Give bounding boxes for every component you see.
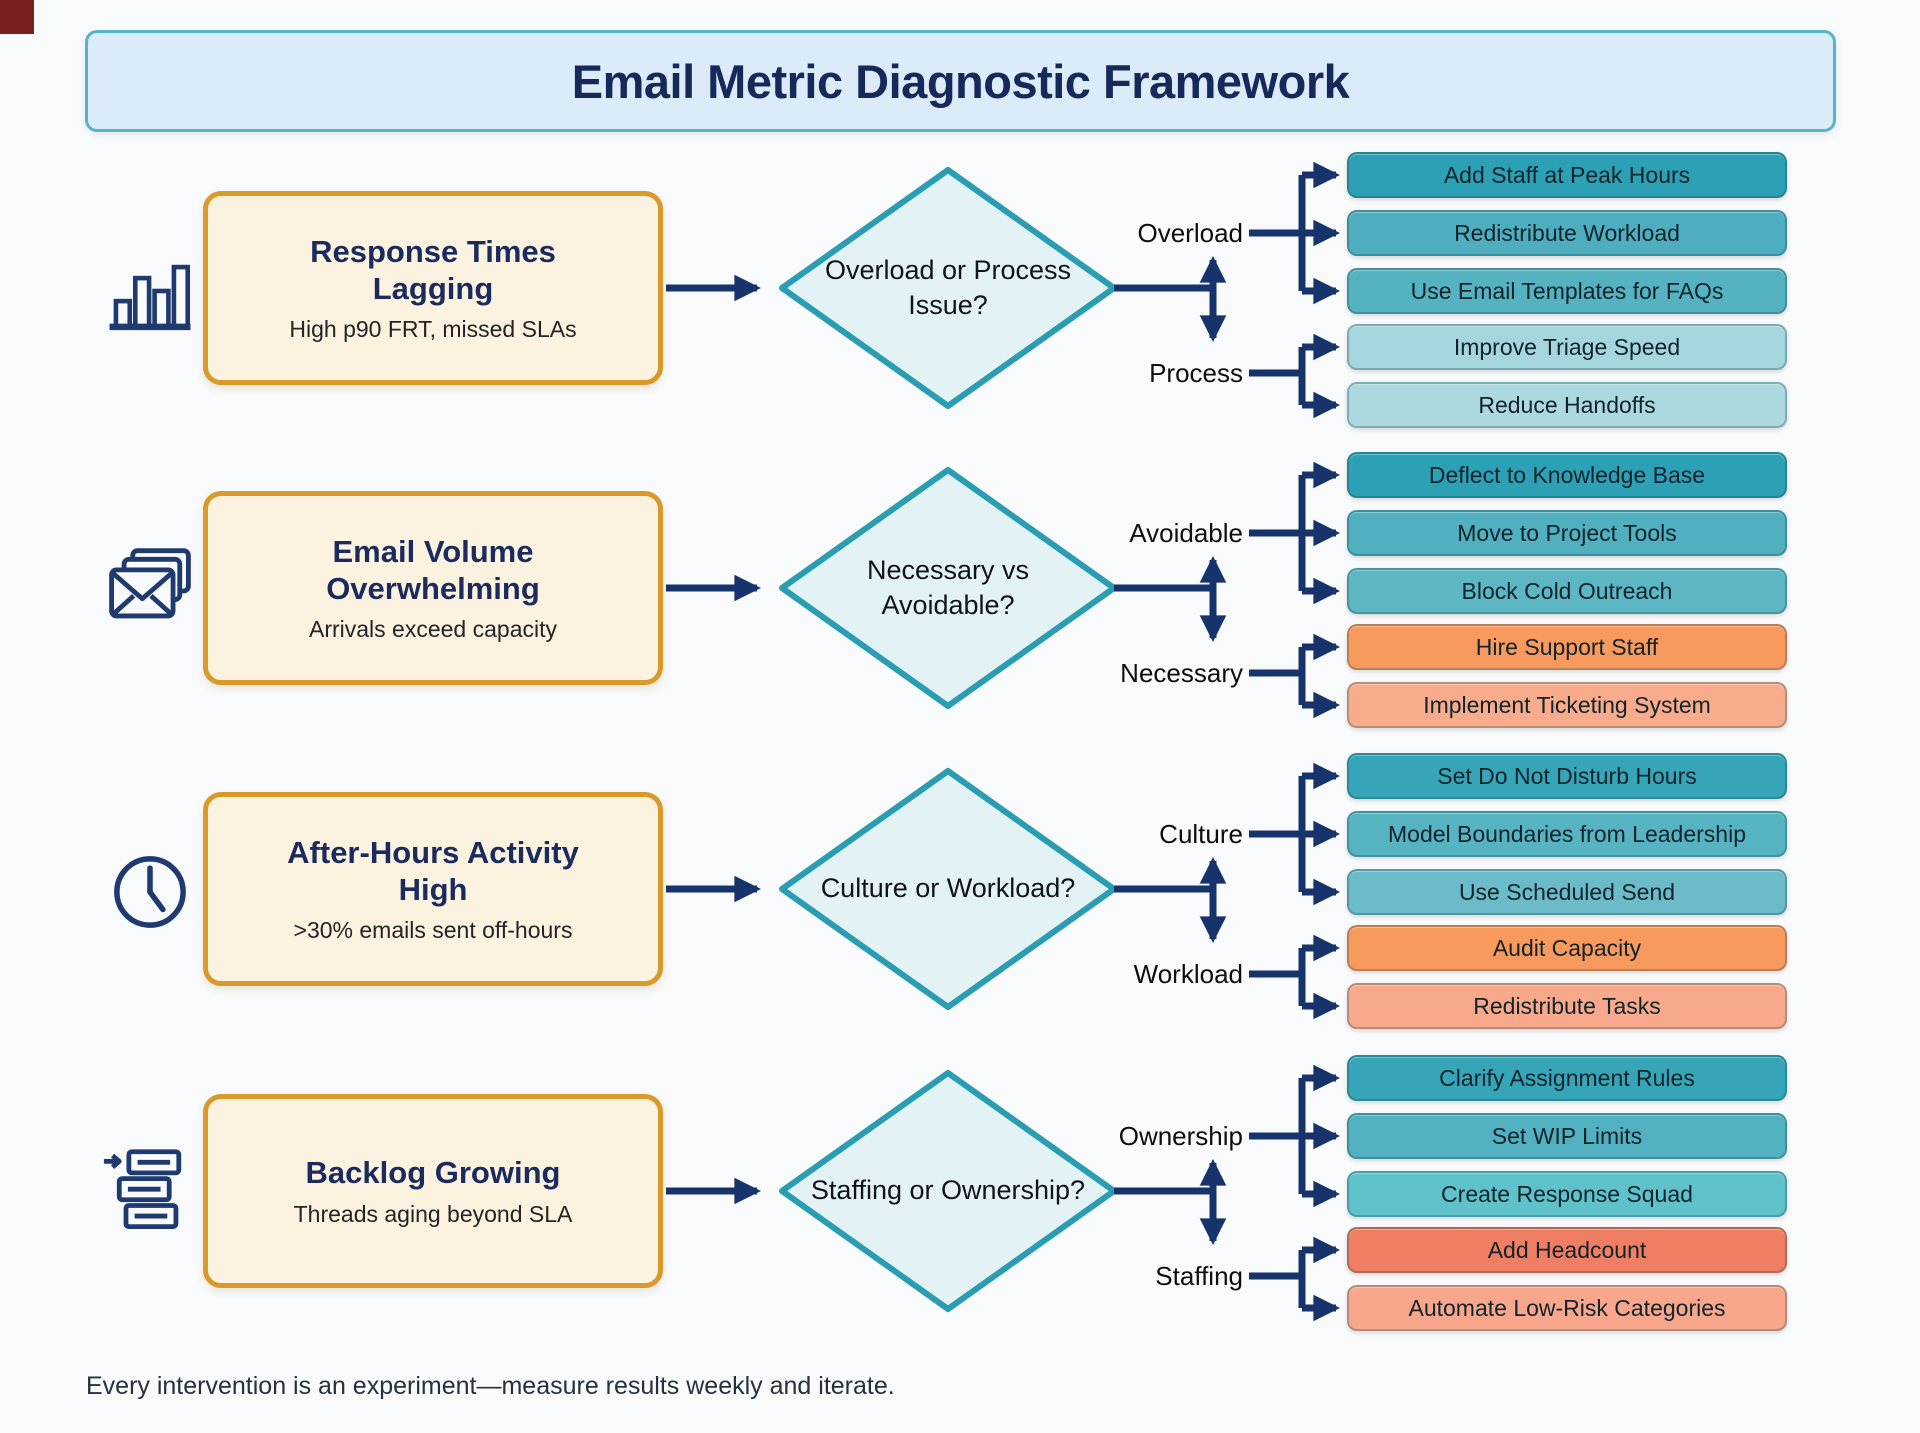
action-box: Use Scheduled Send [1347, 869, 1787, 915]
action-box: Improve Triage Speed [1347, 324, 1787, 370]
footer-note: Every intervention is an experiment—meas… [86, 1372, 895, 1400]
problem-title: Response Times Lagging [310, 233, 556, 306]
branch-label-bottom: Staffing [1155, 1261, 1243, 1291]
problem-subtitle: Threads aging beyond SLA [293, 1200, 573, 1227]
page-title: Email Metric Diagnostic Framework [571, 54, 1350, 108]
problem-title: Backlog Growing [305, 1155, 561, 1191]
action-box: Block Cold Outreach [1347, 568, 1787, 614]
title-banner: Email Metric Diagnostic Framework [85, 30, 1836, 132]
bar-chart-icon [109, 264, 191, 331]
decision-question: Overload or Process Issue? [824, 254, 1072, 320]
branch-label-bottom: Process [1149, 358, 1243, 388]
problem-box: After-Hours Activity High >30% emails se… [203, 792, 663, 986]
action-box: Clarify Assignment Rules [1347, 1055, 1787, 1101]
stacked-envelopes-icon [109, 548, 191, 619]
branch-label-top: Culture [1159, 819, 1243, 849]
clock-icon [114, 856, 186, 928]
action-box: Audit Capacity [1347, 925, 1787, 971]
action-box: Move to Project Tools [1347, 510, 1787, 556]
flow-row: Backlog Growing Threads aging beyond SLA… [0, 1041, 1920, 1341]
action-box: Create Response Squad [1347, 1171, 1787, 1217]
row-icon-slot [92, 834, 208, 950]
problem-subtitle: Arrivals exceed capacity [309, 616, 557, 643]
row-icon-slot [92, 1136, 208, 1252]
action-box: Add Staff at Peak Hours [1347, 152, 1787, 198]
action-box: Reduce Handoffs [1347, 382, 1787, 428]
problem-subtitle: >30% emails sent off-hours [293, 917, 573, 944]
action-box: Redistribute Tasks [1347, 983, 1787, 1029]
problem-box: Backlog Growing Threads aging beyond SLA [203, 1094, 663, 1288]
action-box: Redistribute Workload [1347, 210, 1787, 256]
action-box: Automate Low-Risk Categories [1347, 1285, 1787, 1331]
row-icon-slot [92, 533, 208, 649]
action-box: Set Do Not Disturb Hours [1347, 753, 1787, 799]
action-box: Set WIP Limits [1347, 1113, 1787, 1159]
action-box: Implement Ticketing System [1347, 682, 1787, 728]
problem-box: Email Volume Overwhelming Arrivals excee… [203, 491, 663, 685]
action-box: Add Headcount [1347, 1227, 1787, 1273]
branch-label-top: Ownership [1118, 1121, 1243, 1151]
problem-subtitle: High p90 FRT, missed SLAs [289, 316, 577, 343]
flow-row: After-Hours Activity High >30% emails se… [0, 739, 1920, 1039]
corner-artifact [0, 0, 34, 34]
flow-row: Email Volume Overwhelming Arrivals excee… [0, 438, 1920, 738]
connector-lines [666, 1064, 1340, 1322]
branch-label-top: Avoidable [1129, 518, 1243, 548]
problem-title: After-Hours Activity High [287, 834, 579, 907]
decision-question: Necessary vs Avoidable? [866, 554, 1030, 620]
action-box: Model Boundaries from Leadership [1347, 811, 1787, 857]
decision-question: Culture or Workload? [820, 873, 1076, 904]
row-icon-slot [92, 233, 208, 349]
flow-row: Response Times Lagging High p90 FRT, mis… [0, 138, 1920, 438]
action-box: Hire Support Staff [1347, 624, 1787, 670]
connector-lines [666, 762, 1340, 1020]
inbox-stack-icon [103, 1149, 182, 1230]
problem-title: Email Volume Overwhelming [326, 533, 540, 606]
decision-question: Staffing or Ownership? [810, 1175, 1086, 1206]
action-box: Use Email Templates for FAQs [1347, 268, 1787, 314]
branch-label-top: Overload [1137, 218, 1244, 248]
problem-box: Response Times Lagging High p90 FRT, mis… [203, 191, 663, 385]
connector-lines [666, 161, 1340, 419]
branch-label-bottom: Workload [1133, 959, 1243, 989]
action-box: Deflect to Knowledge Base [1347, 452, 1787, 498]
branch-label-bottom: Necessary [1120, 658, 1243, 688]
connector-lines [666, 461, 1340, 719]
